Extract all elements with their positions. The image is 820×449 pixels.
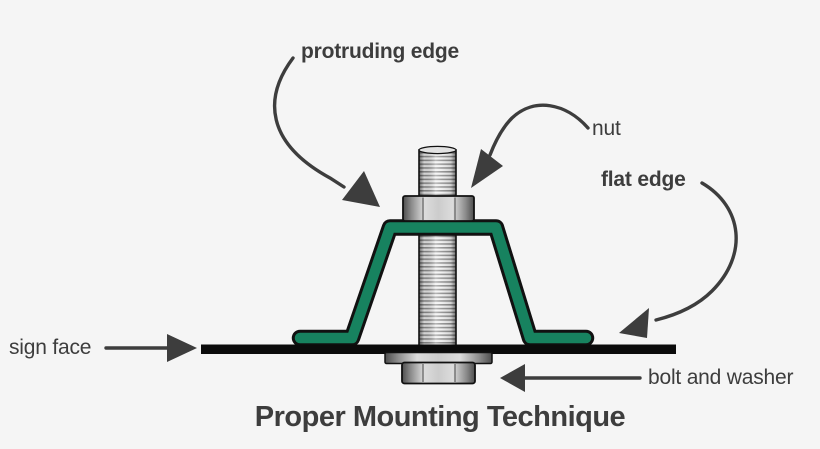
flat-edge-arrowhead-icon [619, 308, 649, 338]
flat-edge-arrow-curve [654, 181, 738, 322]
protruding-edge-arrow [272, 56, 380, 207]
sign-face-panel [201, 344, 676, 354]
nut-arrow-curve [488, 103, 590, 157]
bolt-head-part [401, 361, 476, 385]
nut-body [402, 195, 475, 222]
nut-arrow [471, 103, 590, 188]
label-sign-face: sign face [9, 336, 92, 359]
protruding-edge-arrow-curve [272, 56, 346, 189]
label-flat-edge: flat edge [601, 168, 686, 191]
sign-face-arrow [104, 334, 197, 362]
bolt-head-body [401, 361, 476, 385]
protruding-edge-arrowhead-icon [342, 171, 380, 207]
bracket-body [294, 222, 592, 344]
nut-part [402, 195, 475, 222]
nut-arrowhead-icon [471, 149, 503, 188]
sign-face-arrowhead-icon [167, 334, 197, 362]
label-nut: nut [592, 117, 621, 140]
mounting-bracket [291, 219, 595, 347]
bolt-washer-arrowhead-icon [500, 364, 525, 392]
bolt-shaft-top [418, 145, 457, 155]
label-protruding-edge: protruding edge [301, 40, 459, 63]
bolt-shaft [418, 145, 457, 347]
bolt-washer-arrow [500, 364, 642, 392]
bolt-shaft-shading [418, 149, 457, 347]
flat-edge-arrow [619, 181, 738, 338]
diagram-title: Proper Mounting Technique [254, 401, 626, 433]
label-bolt-and-washer: bolt and washer [648, 366, 794, 389]
